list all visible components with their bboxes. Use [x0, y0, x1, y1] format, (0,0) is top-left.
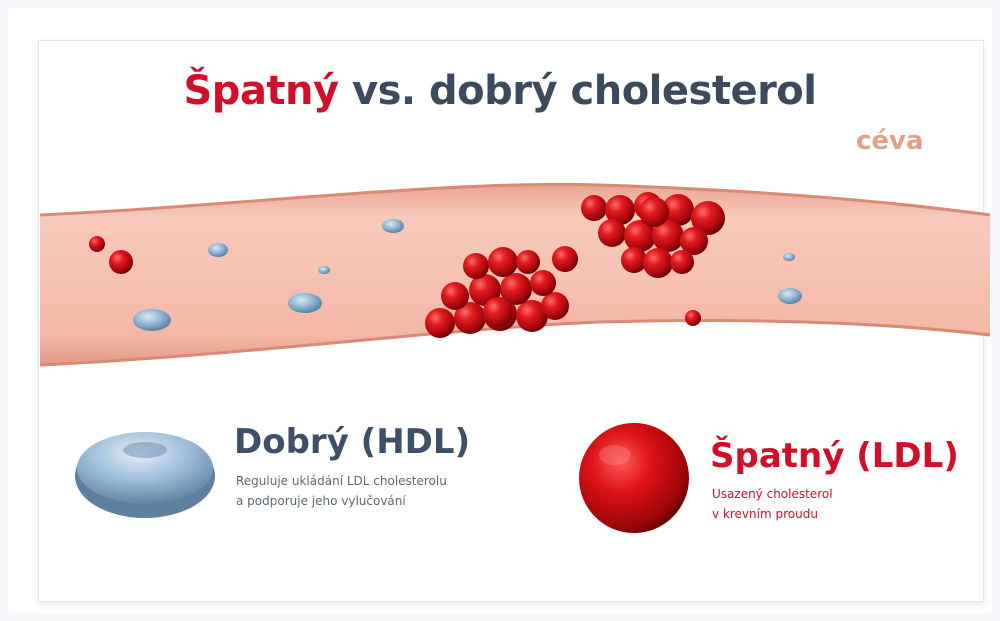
ldl-desc-line2: v krevním proudu	[712, 504, 833, 524]
hdl-desc-line2: a podporuje jeho vylučování	[236, 491, 447, 511]
ldl-desc-line1: Usazený cholesterol	[712, 484, 833, 504]
hdl-legend-description: Reguluje ukládání LDL cholesterolu a pod…	[236, 471, 447, 511]
ldl-legend-title: Špatný (LDL)	[710, 436, 959, 476]
hdl-desc-line1: Reguluje ukládání LDL cholesterolu	[236, 471, 447, 491]
hdl-legend-title: Dobrý (HDL)	[234, 422, 470, 462]
hdl-icon	[75, 432, 215, 518]
ldl-legend-description: Usazený cholesterol v krevním proudu	[712, 484, 833, 524]
ldl-icon	[579, 423, 689, 533]
